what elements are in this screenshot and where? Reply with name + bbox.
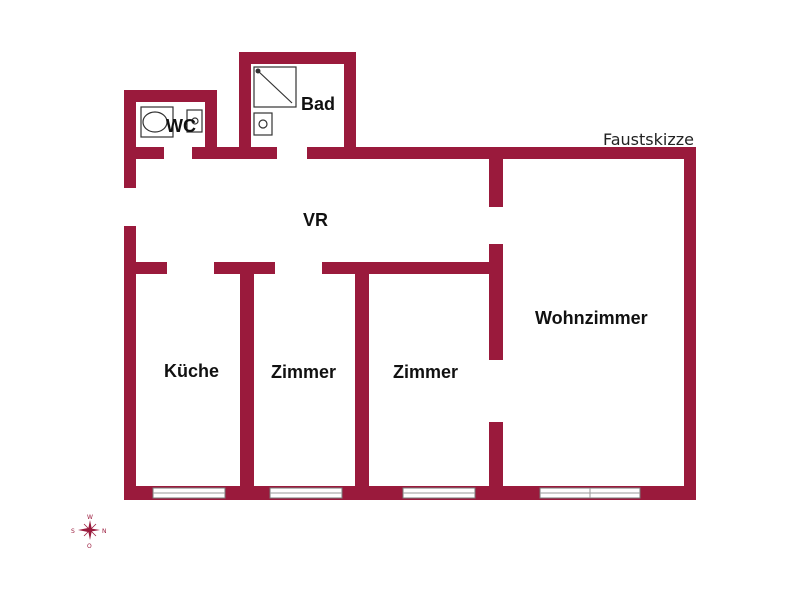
compass-label-south: S: [71, 528, 75, 535]
window-wohnzimmer: [539, 487, 641, 499]
wall-bad-top: [239, 52, 356, 64]
shower-icon: [253, 66, 297, 108]
room-label-zimmer-2: Zimmer: [393, 362, 458, 382]
wall-vr-bottom-3: [322, 262, 503, 274]
room-label-wohnzimmer: Wohnzimmer: [535, 308, 648, 328]
sink-icon: [186, 109, 203, 133]
walls: [124, 52, 696, 500]
sketch-note: Faustskizze: [603, 130, 694, 149]
wall-bad-left: [239, 52, 251, 159]
room-label-vr: VR: [303, 210, 328, 230]
fixtures: [140, 66, 297, 138]
wall-zimmer-zimmer: [355, 262, 369, 500]
wall-wc-top: [124, 90, 217, 102]
room-label-kueche: Küche: [164, 361, 219, 381]
toilet-icon: [140, 106, 174, 138]
wall-left-lower: [124, 226, 136, 500]
compass-label-west: W: [87, 514, 93, 521]
wall-wc-bottom-right: [192, 147, 217, 159]
windows: [152, 487, 641, 499]
wall-vr-wohnzimmer-upper: [489, 147, 503, 207]
room-label-zimmer-1: Zimmer: [271, 362, 336, 382]
window-kueche: [152, 487, 226, 499]
wall-vr-bottom-1: [124, 262, 167, 274]
compass-rose-icon: W O S N: [71, 514, 107, 550]
sink-icon: [253, 112, 273, 136]
wall-right: [684, 147, 696, 500]
wall-bad-bottom-left: [217, 147, 277, 159]
window-zimmer-1: [269, 487, 343, 499]
wall-bad-right: [344, 52, 356, 159]
wall-vr-wohnzimmer-lower: [489, 422, 503, 500]
wall-left-upper: [124, 90, 136, 188]
wall-wc-bottom-left: [124, 147, 164, 159]
room-label-bad: Bad: [301, 94, 335, 114]
wall-kueche-zimmer: [240, 262, 254, 500]
compass-label-north: N: [102, 528, 107, 535]
compass-label-east: O: [87, 543, 92, 550]
wall-wc-right: [205, 90, 217, 159]
room-label-wc: WC: [166, 116, 196, 136]
wall-vr-wohnzimmer-mid: [489, 244, 503, 360]
window-zimmer-2: [402, 487, 476, 499]
